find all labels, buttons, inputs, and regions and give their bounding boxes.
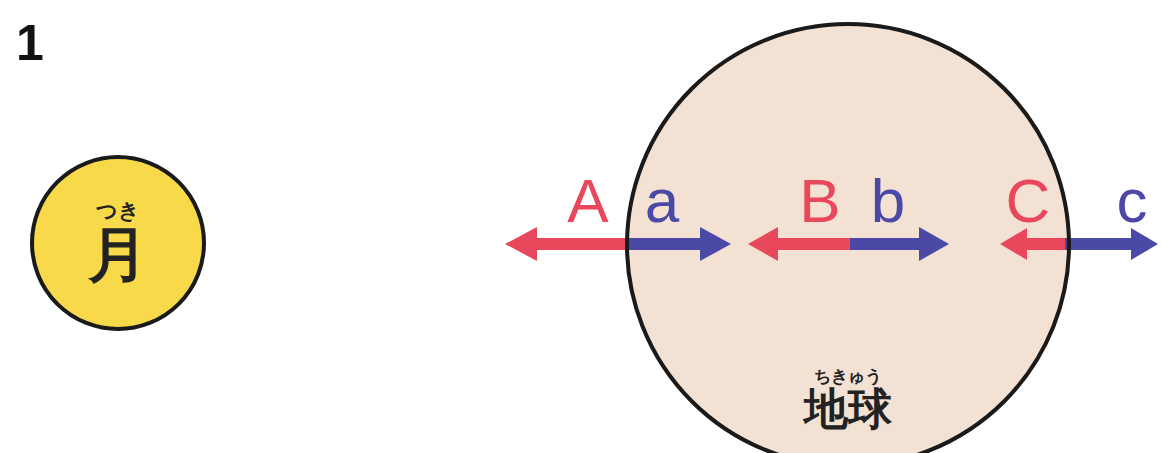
ruby-text: つき — [96, 200, 140, 222]
node-label: 月 — [88, 223, 148, 286]
force-label: c — [1117, 170, 1148, 232]
ruby-text: ちきゅう — [814, 368, 882, 386]
blue-arrows — [628, 227, 1158, 261]
earth-fill — [625, 22, 1071, 453]
moon-circle: つき月 — [30, 155, 206, 331]
force-label: A — [567, 170, 608, 232]
force-label: B — [799, 170, 840, 232]
force-label: b — [871, 170, 905, 232]
node-label: 地球 — [804, 386, 892, 432]
earth-circle: ちきゅう地球 — [625, 22, 1071, 453]
force-label: C — [1006, 170, 1051, 232]
force-label: a — [645, 170, 679, 232]
red-arrows — [505, 227, 1065, 261]
question-number: 1 — [16, 18, 44, 68]
